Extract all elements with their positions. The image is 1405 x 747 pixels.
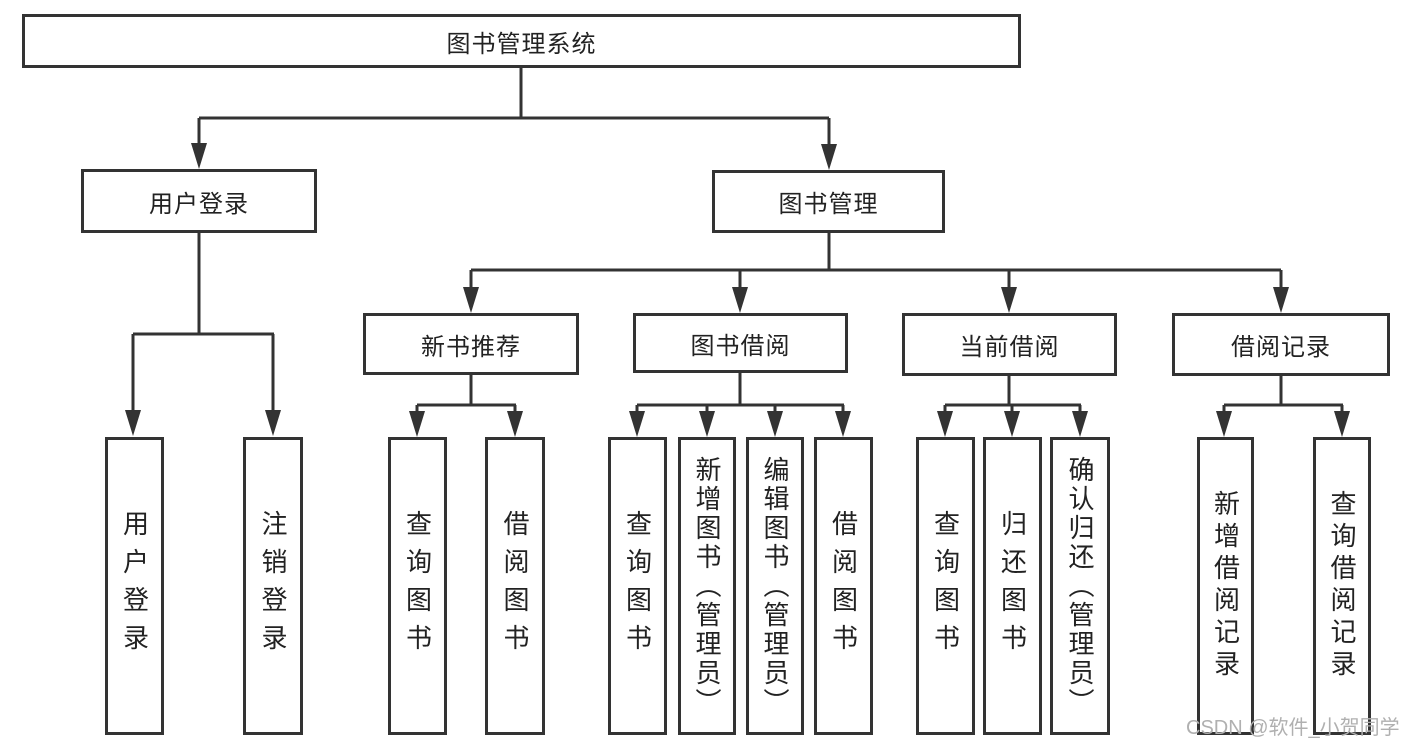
node-borrow-books-1-label: 借阅图书 — [500, 510, 530, 662]
node-book-management-label: 图书管理 — [778, 191, 879, 218]
node-logout-label: 注销登录 — [258, 510, 288, 662]
csdn-watermark: CSDN @软件_小贺同学 — [1186, 717, 1400, 739]
node-logout: 注销登录 — [243, 437, 303, 735]
node-query-books-2-label: 查询图书 — [622, 510, 653, 662]
node-book-borrowing: 图书借阅 — [633, 313, 848, 373]
node-query-books-1: 查询图书 — [388, 437, 447, 735]
node-confirm-return-admin-label: 确认归还（管理员） — [1065, 455, 1095, 717]
node-add-borrow-record: 新增借阅记录 — [1197, 437, 1254, 735]
node-add-book-admin-label: 新增图书（管理员） — [692, 455, 722, 717]
node-borrow-books-2: 借阅图书 — [814, 437, 873, 735]
node-query-books-3: 查询图书 — [916, 437, 975, 735]
node-new-book-recommend-label: 新书推荐 — [421, 333, 521, 361]
node-borrow-books-2-label: 借阅图书 — [828, 510, 859, 662]
node-user-login-label: 用户登录 — [149, 190, 249, 218]
node-current-borrowing: 当前借阅 — [902, 313, 1117, 376]
arrowhead-icons — [125, 143, 1350, 437]
node-confirm-return-admin: 确认归还（管理员） — [1050, 437, 1110, 735]
node-borrow-books-1: 借阅图书 — [485, 437, 545, 735]
node-edit-book-admin: 编辑图书（管理员） — [746, 437, 804, 735]
node-return-book: 归还图书 — [983, 437, 1042, 735]
node-user-login-action-label: 用户登录 — [119, 510, 150, 662]
node-add-book-admin: 新增图书（管理员） — [678, 437, 736, 735]
node-user-login-action: 用户登录 — [105, 437, 164, 735]
node-current-borrowing-label: 当前借阅 — [959, 334, 1060, 361]
node-query-books-1-label: 查询图书 — [402, 510, 433, 662]
node-user-login: 用户登录 — [81, 169, 317, 233]
node-query-borrow-record: 查询借阅记录 — [1313, 437, 1371, 735]
node-book-borrowing-label: 图书借阅 — [690, 332, 791, 360]
node-add-borrow-record-label: 新增借阅记录 — [1210, 490, 1241, 682]
node-root: 图书管理系统 — [22, 14, 1021, 68]
node-borrow-records-label: 借阅记录 — [1231, 334, 1331, 361]
node-query-books-3-label: 查询图书 — [930, 510, 961, 662]
node-new-book-recommend: 新书推荐 — [363, 313, 579, 375]
node-return-book-label: 归还图书 — [997, 510, 1028, 662]
node-query-borrow-record-label: 查询借阅记录 — [1327, 490, 1357, 682]
node-book-management: 图书管理 — [712, 170, 945, 233]
node-borrow-records: 借阅记录 — [1172, 313, 1390, 376]
node-edit-book-admin-label: 编辑图书（管理员） — [760, 455, 790, 717]
node-query-books-2: 查询图书 — [608, 437, 667, 735]
node-root-label: 图书管理系统 — [446, 30, 597, 58]
